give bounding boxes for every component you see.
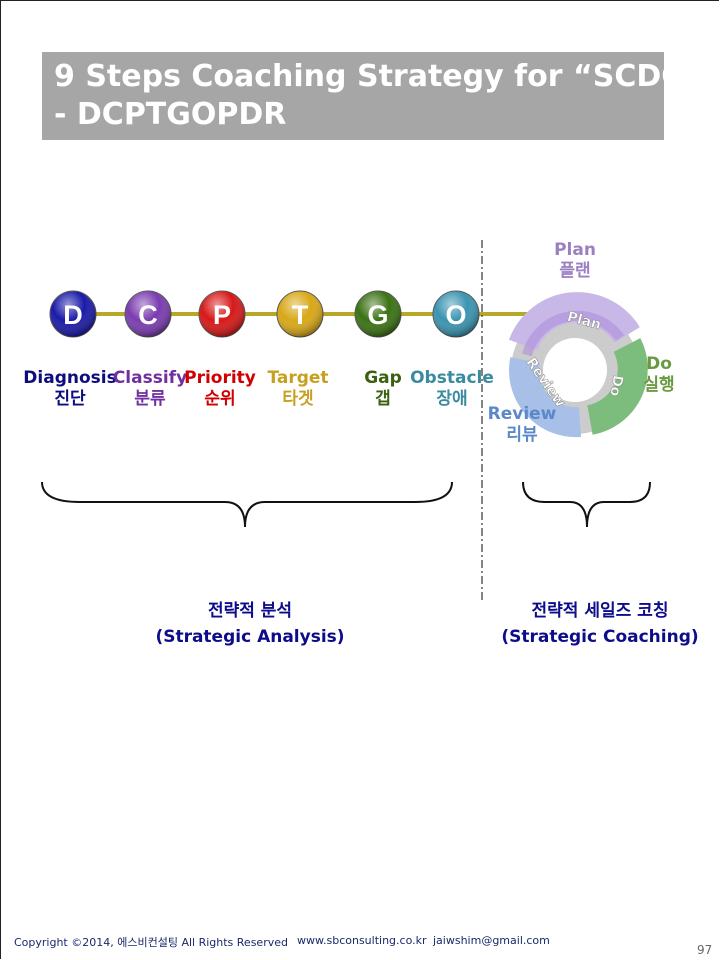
step-letter: C xyxy=(138,300,158,330)
step-letter: P xyxy=(213,300,231,330)
step-en: Obstacle xyxy=(410,368,494,388)
page-number: 97 xyxy=(697,943,713,957)
step-classify-circle: C xyxy=(124,290,172,338)
step-ko: 분류 xyxy=(134,389,166,409)
step-en: Gap xyxy=(364,368,402,388)
title-line-1: 9 Steps Coaching Strategy for “SCDG” xyxy=(54,59,706,94)
analysis-brace xyxy=(41,481,453,528)
step-obstacle-circle: O xyxy=(432,290,480,338)
coaching-brace xyxy=(522,481,651,528)
footer-email[interactable]: jaiwshim@gmail.com xyxy=(433,934,550,947)
step-en: Priority xyxy=(184,368,256,388)
step-ko: 진단 xyxy=(54,389,86,409)
cycle-do-text: Do xyxy=(606,374,626,398)
cycle-plan-arc xyxy=(508,292,640,351)
step-ko: 타겟 xyxy=(282,389,314,409)
step-diagnosis-circle: D xyxy=(49,290,97,338)
step-letter: D xyxy=(63,300,83,330)
step-en: Target xyxy=(267,368,329,388)
step-letter: G xyxy=(367,300,388,330)
title-line-2: - DCPTGOPDR xyxy=(54,97,287,132)
slide-title: 9 Steps Coaching Strategy for “SCDG” - D… xyxy=(42,52,706,140)
step-priority-circle: P xyxy=(198,290,246,338)
step-ko: 순위 xyxy=(204,389,236,409)
step-ko: 장애 xyxy=(436,389,468,409)
cycle-do-arc xyxy=(586,338,648,435)
pdr-cycle: Plan Do Review xyxy=(508,292,648,438)
strategic-coaching-label: 전략적 세일즈 코칭(Strategic Coaching) xyxy=(501,601,699,647)
step-letter: O xyxy=(445,300,466,330)
step-ko: 갭 xyxy=(375,389,391,409)
step-letter: T xyxy=(292,300,309,330)
strategic-analysis-label: 전략적 분석(Strategic Analysis) xyxy=(155,601,345,647)
step-target-circle: T xyxy=(276,290,324,338)
step-gap-circle: G xyxy=(354,290,402,338)
step-en: Classify xyxy=(112,368,188,388)
footer-website[interactable]: www.sbconsulting.co.kr xyxy=(297,934,427,947)
step-en: Diagnosis xyxy=(23,368,117,388)
cycle-review-arc xyxy=(509,357,582,438)
footer-copyright: Copyright ©2014, 에스비컨설팅 All Rights Reser… xyxy=(14,936,288,949)
